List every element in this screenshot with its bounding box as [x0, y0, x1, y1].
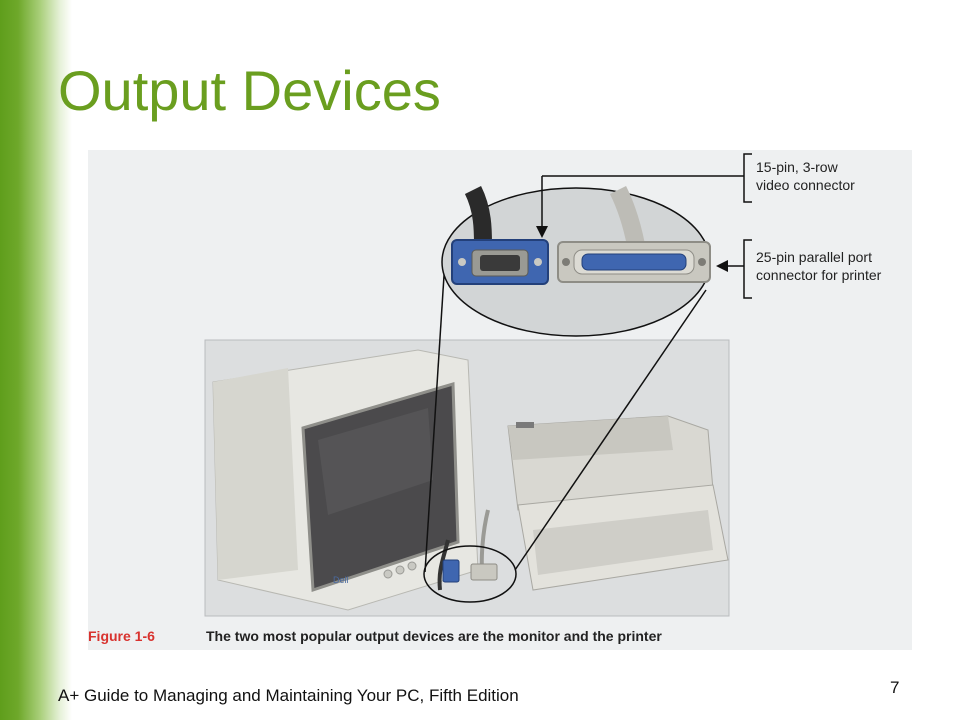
parallel-callout-arrow [716, 260, 728, 272]
page-number: 7 [890, 678, 900, 697]
callout-parallel-connector: 25-pin parallel port connector for print… [756, 249, 882, 283]
video-connector-large [451, 239, 549, 285]
parallel-connector-large [557, 241, 711, 283]
printer [507, 415, 729, 591]
figure-illustration: Dell [204, 153, 752, 617]
zoom-source-circle [423, 545, 517, 603]
figure-1-6: Dell [88, 150, 912, 650]
parallel-connector-small [470, 563, 498, 581]
decorative-sidebar [0, 0, 72, 720]
video-connector-small [442, 559, 460, 583]
slide-footer: A+ Guide to Managing and Maintaining You… [58, 686, 519, 705]
figure-caption-text: The two most popular output devices are … [206, 628, 662, 644]
callout-video-connector: 15-pin, 3-row video connector [756, 159, 855, 193]
figure-caption-label: Figure 1-6 [88, 628, 155, 644]
video-callout-arrow [536, 226, 548, 238]
slide-title: Output Devices [58, 59, 441, 122]
monitor: Dell [212, 349, 479, 611]
monitor-brand-label: Dell [333, 575, 349, 585]
